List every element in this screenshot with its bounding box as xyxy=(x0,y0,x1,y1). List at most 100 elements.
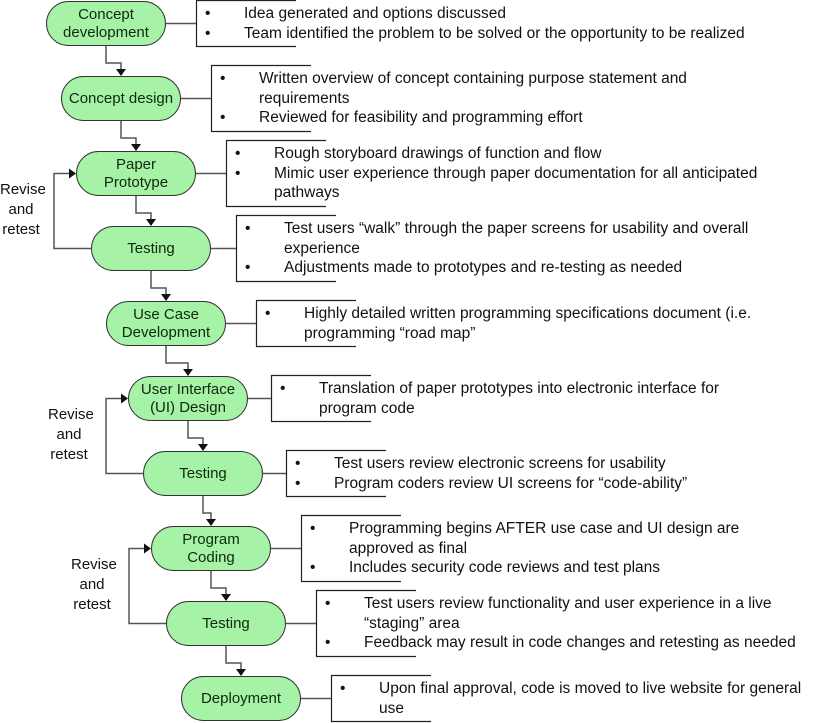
bullet-icon: • xyxy=(340,680,346,697)
notes-list: • Idea generated and options discussed • Te… xyxy=(198,4,778,43)
bullet-icon: • xyxy=(265,305,271,322)
note-item: • Programming begins AFTER use case and U… xyxy=(303,519,783,558)
note-bracket xyxy=(210,64,311,133)
note-bracket xyxy=(270,374,371,423)
arrow-down-icon xyxy=(131,144,141,151)
note-text: Rough storyboard drawings of function an… xyxy=(274,145,602,162)
step-notes: • Highly detailed written programming spe… xyxy=(258,304,798,343)
note-text: Highly detailed written programming spec… xyxy=(304,305,752,342)
note-text: Test users review electronic screens for… xyxy=(334,455,666,472)
note-item: • Includes security code reviews and test… xyxy=(303,558,783,578)
note-text: Idea generated and options discussed xyxy=(244,5,506,22)
revise-and-retest-label: Revise and retest xyxy=(0,180,46,240)
step-notes: •Upon final approval, code is moved to l… xyxy=(333,679,803,718)
note-text: Feedback may result in code changes and … xyxy=(364,634,796,651)
arrow-down-icon xyxy=(236,669,246,676)
bullet-icon: • xyxy=(220,70,226,87)
bullet-icon: • xyxy=(205,24,211,42)
note-text: Translation of paper prototypes into ele… xyxy=(319,380,720,417)
arrow-down-icon xyxy=(198,444,208,451)
bullet-icon: • xyxy=(220,109,226,126)
arrow-down-icon xyxy=(221,594,231,601)
process-node: Concept development xyxy=(46,1,166,46)
bullet-icon: • xyxy=(280,380,286,397)
note-bracket xyxy=(315,589,416,658)
note-item: • Rough storyboard drawings of function a… xyxy=(228,144,768,164)
note-item: •Upon final approval, code is moved to l… xyxy=(333,679,803,718)
revise-and-retest-label: Revise and retest xyxy=(48,405,94,465)
bullet-icon: • xyxy=(235,164,241,182)
note-item: • Mimic user experience through paper doc… xyxy=(228,164,768,203)
note-text: Test users review functionality and user… xyxy=(364,595,772,632)
notes-list: • Highly detailed written programming spe… xyxy=(258,304,798,343)
notes-list: •Upon final approval, code is moved to l… xyxy=(333,679,803,718)
step-notes: • Written overview of concept containing … xyxy=(213,69,773,128)
note-text: Team identified the problem to be solved… xyxy=(244,24,745,42)
note-text: Written overview of concept containing p… xyxy=(259,70,687,107)
step-notes: • Translation of paper prototypes into el… xyxy=(273,379,773,418)
note-item: • Adjustments made to prototypes and re-t… xyxy=(238,258,798,278)
notes-list: • Translation of paper prototypes into el… xyxy=(273,379,773,418)
arrow-right-icon xyxy=(144,543,151,554)
revise-loop-line xyxy=(105,397,143,475)
note-item: • Feedback may result in code changes and… xyxy=(318,633,814,653)
arrow-down-icon xyxy=(183,369,193,376)
bullet-icon: • xyxy=(325,595,331,612)
process-node: Paper Prototype xyxy=(76,151,196,196)
note-bracket xyxy=(330,674,431,723)
process-node: Use Case Development xyxy=(106,301,226,346)
step-notes: • Rough storyboard drawings of function a… xyxy=(228,144,768,203)
process-node: Testing xyxy=(143,451,263,496)
note-bracket xyxy=(255,299,356,348)
note-item: • Test users “walk” through the paper scr… xyxy=(238,219,798,258)
note-text: Reviewed for feasibility and programming… xyxy=(259,109,583,126)
note-text: Test users “walk” through the paper scre… xyxy=(284,220,749,257)
arrow-down-icon xyxy=(146,219,156,226)
notes-list: • Programming begins AFTER use case and U… xyxy=(303,519,783,578)
bullet-icon: • xyxy=(310,520,316,537)
step-notes: • Test users review functionality and use… xyxy=(318,594,814,653)
step-notes: •Test users review electronic screens fo… xyxy=(288,454,788,493)
bullet-icon: • xyxy=(245,220,251,237)
note-text: Includes security code reviews and test … xyxy=(349,559,661,576)
bullet-icon: • xyxy=(205,5,211,22)
arrow-right-icon xyxy=(121,393,128,404)
note-item: • Highly detailed written programming spe… xyxy=(258,304,798,343)
process-node: User Interface (UI) Design xyxy=(128,376,248,421)
bullet-icon: • xyxy=(235,145,241,162)
note-bracket xyxy=(300,514,401,583)
note-item: • Translation of paper prototypes into el… xyxy=(273,379,773,418)
process-node: Program Coding xyxy=(151,526,271,571)
note-item: •Program coders review UI screens for “c… xyxy=(288,474,788,494)
note-text: Mimic user experience through paper docu… xyxy=(274,164,758,202)
note-text: Programming begins AFTER use case and UI… xyxy=(349,520,740,557)
note-text: Adjustments made to prototypes and re-te… xyxy=(284,259,683,276)
bullet-icon: • xyxy=(310,559,316,576)
arrow-down-icon xyxy=(161,294,171,301)
note-bracket xyxy=(235,214,336,283)
note-bracket xyxy=(285,449,386,498)
note-item: • Reviewed for feasibility and programmin… xyxy=(213,108,773,128)
arrow-right-icon xyxy=(69,168,76,179)
revise-and-retest-label: Revise and retest xyxy=(71,555,117,615)
bullet-icon: • xyxy=(325,634,331,651)
note-item: • Team identified the problem to be solve… xyxy=(198,24,778,44)
notes-list: • Test users “walk” through the paper scr… xyxy=(238,219,798,278)
revise-loop-line xyxy=(128,547,166,625)
arrow-down-icon xyxy=(116,69,126,76)
bullet-icon: • xyxy=(245,259,251,276)
step-notes: • Programming begins AFTER use case and U… xyxy=(303,519,783,578)
notes-list: • Test users review functionality and use… xyxy=(318,594,814,653)
note-text: Program coders review UI screens for “co… xyxy=(334,474,688,492)
notes-list: •Test users review electronic screens fo… xyxy=(288,454,788,493)
process-node: Testing xyxy=(91,226,211,271)
process-node: Concept design xyxy=(61,76,181,121)
arrow-down-icon xyxy=(206,519,216,526)
process-node: Deployment xyxy=(181,676,301,721)
note-bracket xyxy=(225,139,326,208)
step-notes: • Idea generated and options discussed • Te… xyxy=(198,4,778,43)
note-item: • Written overview of concept containing … xyxy=(213,69,773,108)
note-bracket xyxy=(195,0,296,48)
step-notes: • Test users “walk” through the paper scr… xyxy=(238,219,798,278)
